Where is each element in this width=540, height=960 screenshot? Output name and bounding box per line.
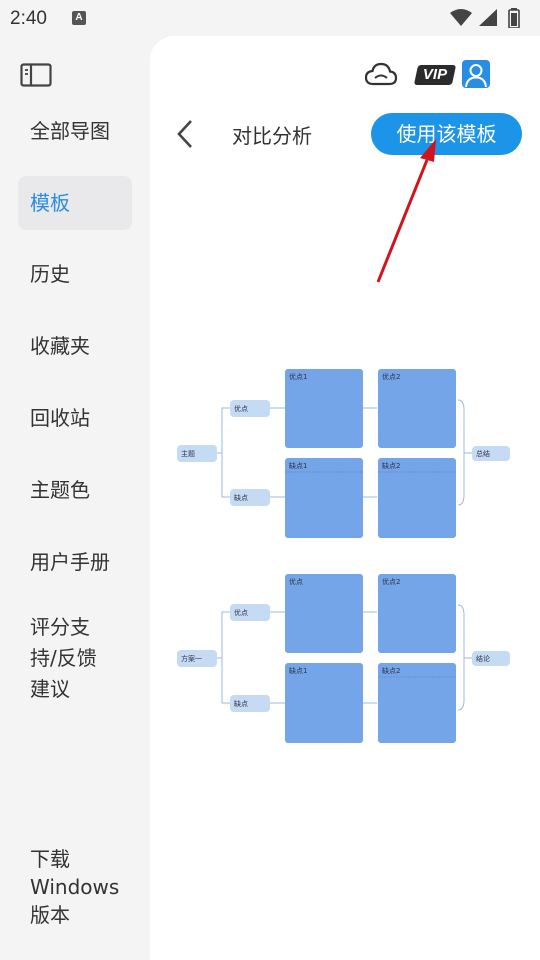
preview-card (285, 663, 363, 743)
app-notification-icon: A (72, 11, 86, 25)
download-windows-link[interactable]: 下载 Windows 版本 (30, 847, 120, 927)
page-title: 对比分析 (232, 124, 312, 148)
preview-branch-label: 优点 (234, 404, 248, 413)
sidebar-toggle-icon[interactable] (20, 63, 52, 87)
status-bar: 2:40 A (0, 0, 540, 36)
preview-card (285, 574, 363, 653)
signal-icon (479, 9, 497, 26)
preview-branch-node (230, 489, 270, 506)
preview-root-label: 主题 (181, 449, 195, 458)
preview-card-label: 优点1 (289, 372, 307, 381)
preview-branch-node (230, 400, 270, 417)
use-template-button[interactable]: 使用该模板 (371, 113, 522, 155)
preview-branch-label: 缺点 (234, 699, 248, 708)
preview-card (285, 369, 363, 448)
sidebar-item-rate-feedback[interactable]: 评分支 持/反馈 建议 (30, 615, 97, 701)
preview-diagram-2: 方案一 优点 缺点 优点 优点2 缺点1 缺点2 结论 (177, 574, 510, 743)
preview-diagram-1: 主题 优点 缺点 优点1 优点2 缺点1 缺点2 总结 (177, 369, 510, 538)
status-time: 2:40 (10, 8, 47, 29)
sidebar-item-favorites[interactable]: 收藏夹 (30, 334, 90, 358)
user-account-icon[interactable] (462, 60, 490, 88)
sidebar-item-all-maps[interactable]: 全部导图 (30, 119, 110, 143)
wifi-icon (450, 9, 472, 26)
preview-branch-node (230, 695, 270, 712)
preview-summary-node (472, 446, 510, 461)
preview-branch-label: 缺点 (234, 493, 248, 502)
preview-summary-label: 结论 (476, 654, 490, 663)
preview-root-node (177, 445, 217, 462)
preview-card-label: 缺点1 (289, 666, 307, 675)
preview-root-node (177, 650, 217, 667)
sidebar-item-templates[interactable]: 模板 (18, 176, 132, 230)
sidebar-item-user-manual[interactable]: 用户手册 (30, 550, 110, 574)
preview-card-label: 优点 (289, 577, 303, 586)
preview-card-label: 缺点2 (382, 666, 400, 675)
preview-card (378, 663, 456, 743)
preview-summary-node (472, 651, 510, 666)
preview-branch-label: 优点 (234, 608, 248, 617)
preview-card (378, 458, 456, 538)
back-arrow-icon[interactable] (174, 118, 198, 150)
status-icons (450, 8, 530, 28)
cloud-sync-icon[interactable] (364, 62, 398, 88)
preview-card-label: 缺点2 (382, 461, 400, 470)
sidebar: 全部导图 模板 历史 收藏夹 回收站 主题色 用户手册 评分支 持/反馈 建议 … (0, 36, 150, 960)
preview-card (378, 369, 456, 448)
preview-root-label: 方案一 (181, 654, 202, 663)
preview-card-label: 缺点1 (289, 461, 307, 470)
preview-card-label: 优点2 (382, 372, 400, 381)
preview-card-label: 优点2 (382, 577, 400, 586)
preview-card (285, 458, 363, 538)
sidebar-item-theme-color[interactable]: 主题色 (30, 478, 90, 502)
battery-icon (508, 8, 520, 28)
sidebar-item-history[interactable]: 历史 (30, 262, 70, 286)
preview-summary-label: 总结 (476, 449, 490, 458)
preview-branch-node (230, 604, 270, 621)
preview-card (378, 574, 456, 653)
sidebar-item-recycle-bin[interactable]: 回收站 (30, 406, 90, 430)
